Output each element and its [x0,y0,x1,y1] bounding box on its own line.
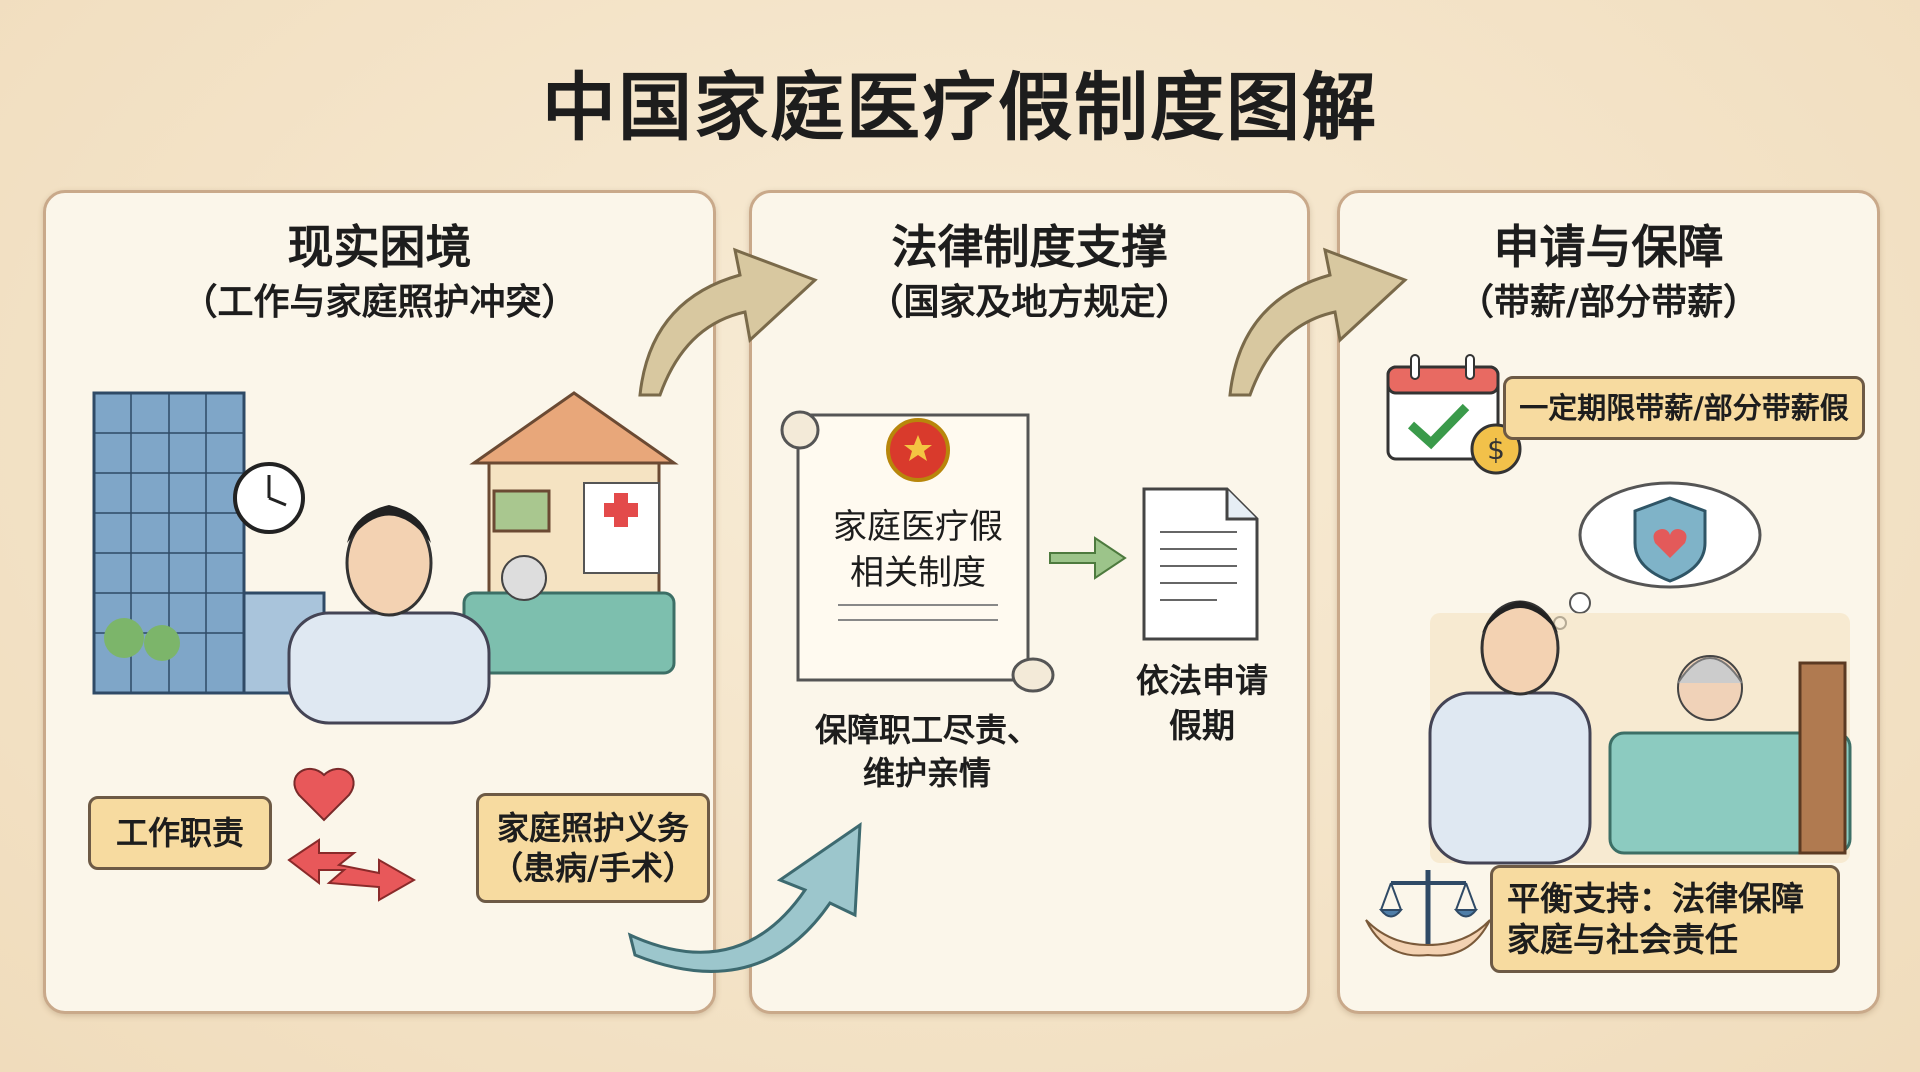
tree-icon [104,618,144,658]
panel-apply-guarantee: 申请与保障 （带薪/部分带薪） $ 一定期限带薪/部分带薪假 平衡支持：法律保障… [1337,190,1880,1014]
panel-subtitle: （带薪/部分带薪） [1457,282,1760,323]
apply-line1: 依法申请 [1136,661,1268,700]
document-icon [1142,487,1259,641]
caregiver-man-icon [1428,691,1592,865]
balance-support-label: 平衡支持：法律保障 家庭与社会责任 [1490,865,1840,973]
family-care-label-line2: （患病/手术） [491,849,695,887]
apply-line2: 假期 [1169,705,1235,745]
double-arrow-icon [287,838,417,902]
panel-reality: 现实困境 （工作与家庭照护冲突） 工作职责 家庭照护义务 （患病/手术） [43,190,716,1014]
family-care-label: 家庭照护义务 （患病/手术） [476,793,710,903]
panel-heading: 申请与保障 [1493,220,1724,274]
panel-heading: 法律制度支撑 [891,220,1168,274]
worried-man-icon [287,611,491,725]
scroll-text-line2: 相关制度 [850,552,986,593]
flow-arrow-1 [638,247,818,397]
green-arrow-icon [1049,536,1127,580]
panel-subtitle: （国家及地方规定） [867,282,1192,323]
scales-hands-icon [1365,870,1491,957]
scroll-text-line1: 家庭医疗假 [833,507,1003,547]
protect-caption: 保障职工尽责、 维护亲情 [792,709,1062,795]
flow-arrow-2 [1228,247,1408,397]
policy-scroll-icon [780,410,1055,693]
svg-text:$: $ [1487,433,1505,466]
panel-heading: 现实困境 [287,220,472,274]
bed-icon [1608,731,1852,855]
family-care-label-line1: 家庭照护义务 [496,809,689,847]
flow-arrow-blue [627,822,862,973]
caregiver-illustration [1428,481,1852,865]
apply-leave-text: 依法申请 假期 [1117,659,1287,748]
office-home-conflict-illustration [92,391,679,725]
caption-line1: 保障职工尽责、 [814,711,1039,749]
work-duty-label: 工作职责 [88,796,272,870]
panel-subtitle: （工作与家庭照护冲突） [181,282,578,323]
house-icon [469,391,679,465]
page-title: 中国家庭医疗假制度图解 [542,65,1378,151]
scroll-text: 家庭医疗假 相关制度 [808,505,1028,597]
balance-line1: 平衡支持：法律保障 [1507,878,1804,918]
broken-heart-icon [293,768,355,822]
patient-icon [501,555,547,601]
caption-line2: 维护亲情 [862,754,991,793]
balance-line2: 家庭与社会责任 [1507,920,1738,959]
hospital-bed-icon [462,591,676,675]
paid-leave-label: 一定期限带薪/部分带薪假 [1503,376,1865,440]
conflict-arrows [287,768,417,902]
